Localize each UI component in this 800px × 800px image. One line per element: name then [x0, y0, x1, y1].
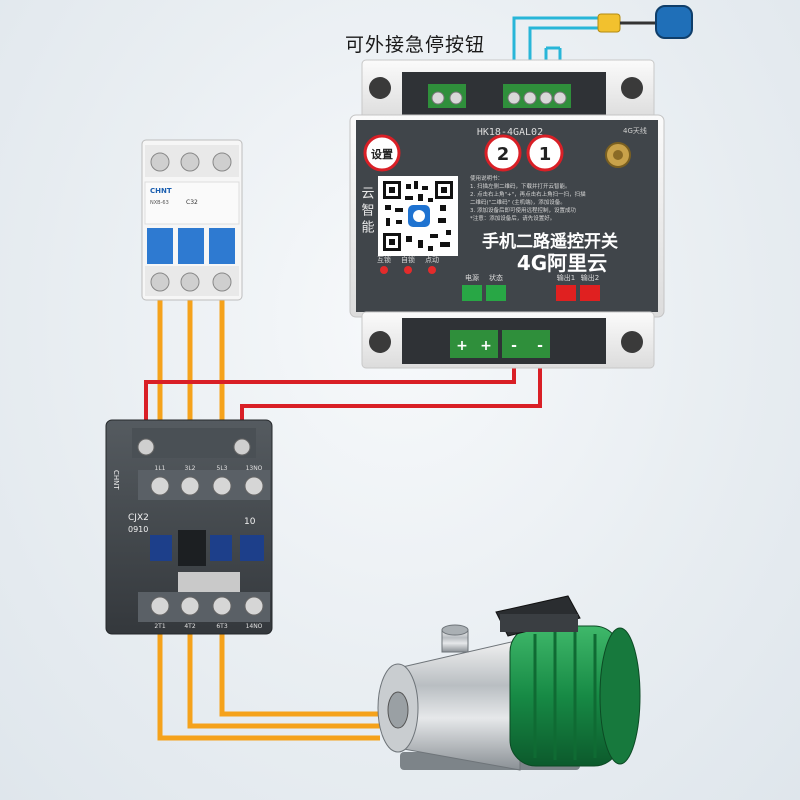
controller-module: HK18-4GAL02 4G天线 1 2 设置	[349, 59, 665, 369]
power-terminal-block	[450, 330, 498, 358]
breaker-model: NXB-63	[150, 200, 169, 206]
brand-vertical-text: 云 智 能	[359, 186, 375, 234]
circuit-breaker: CHNT NXB-63 C32	[141, 139, 243, 301]
reset-button[interactable]: 设置	[363, 134, 401, 172]
terminal-label: 2T1	[154, 623, 165, 630]
output-terminal-block	[502, 330, 550, 358]
model-label: HK18-4GAL02	[477, 127, 543, 138]
terminal-minus: -	[511, 338, 517, 354]
float-switch	[597, 5, 693, 39]
terminal-plus: +	[480, 338, 492, 354]
status-indicator	[486, 285, 506, 301]
channel-2-button[interactable]: 2	[484, 134, 522, 172]
instruction-line: 二维码("二维码" (主机端)，添加设备。	[470, 198, 566, 206]
mount-hole-bl	[369, 331, 391, 353]
contactor-armature	[178, 530, 206, 566]
pump-junction-side	[500, 614, 578, 632]
breaker-rating: C32	[186, 199, 198, 206]
channel-1-button[interactable]: 1	[526, 134, 564, 172]
channel-1-label: 1	[539, 144, 552, 165]
instructions-block: 使用说明书： 1. 扫描左侧二维码，下载并打开云智能。 2. 点击右上角"+"，…	[470, 174, 586, 222]
float-body	[655, 5, 693, 39]
wire-t1	[157, 615, 380, 741]
orange-wires-contactor-to-pump	[157, 615, 380, 741]
water-pump	[377, 595, 641, 771]
terminal-label: 1L1	[155, 465, 166, 472]
mount-hole-tr	[621, 77, 643, 99]
instruction-line: 2. 点击右上角"+"，再点击右上角扫一扫，扫描	[470, 190, 586, 198]
output-2-indicator	[580, 285, 600, 301]
out2-label: 输出2	[581, 273, 599, 282]
breaker-toggle-2[interactable]	[178, 228, 204, 264]
contactor-window-3	[240, 535, 264, 561]
antenna-label: 4G天线	[623, 126, 647, 135]
wire-t2	[187, 615, 380, 729]
breaker-toggle-3[interactable]	[209, 228, 235, 264]
terminal-label: 6T3	[216, 623, 227, 630]
power-label: 电源	[465, 273, 479, 282]
instruction-line: *注意：添加设备后，请先设置好。	[470, 214, 555, 222]
pump-inlet-port	[387, 691, 409, 729]
mount-hole-br	[621, 331, 643, 353]
out1-label: 输出1	[557, 273, 575, 282]
status-label: 状态	[489, 273, 503, 282]
terminal-minus: -	[537, 338, 543, 354]
terminal-label: 3L2	[185, 465, 196, 472]
reset-label: 设置	[371, 147, 393, 161]
led-label: 点动	[425, 255, 439, 264]
contactor-model: CJX2	[128, 513, 149, 523]
terminal-label: 4T2	[184, 623, 195, 630]
wire-t3	[219, 615, 380, 717]
terminal-label: 14NO	[246, 623, 263, 630]
channel-2-label: 2	[497, 144, 510, 165]
breaker-brand: CHNT	[150, 187, 172, 195]
contactor-window-1	[150, 535, 172, 561]
float-connector	[597, 13, 621, 33]
title-line-1: 4G阿里云	[517, 251, 607, 275]
led-label: 互锁	[377, 255, 391, 264]
contactor-label-plate	[178, 572, 240, 592]
antenna-core	[613, 150, 623, 160]
instruction-line: 1. 扫描左侧二维码，下载并打开云智能。	[470, 182, 571, 190]
instruction-line: 使用说明书：	[470, 174, 503, 182]
estop-caption: 可外接急停按钮	[345, 34, 486, 56]
led-label: 自锁	[401, 255, 415, 264]
breaker-label-panel	[144, 181, 240, 225]
contactor-code: 0910	[128, 525, 148, 534]
qr-code	[378, 176, 458, 256]
instruction-line: 3. 添加设备后即可使用远程控制，设置成功	[470, 206, 576, 214]
breaker-toggle-1[interactable]	[147, 228, 173, 264]
pump-motor-endcap	[599, 627, 641, 765]
terminal-plus: +	[456, 338, 468, 354]
contactor-brand: CHNT	[112, 470, 120, 490]
power-indicator	[462, 285, 482, 301]
output-1-indicator	[556, 285, 576, 301]
mount-hole-tl	[369, 77, 391, 99]
mode-leds: 互锁 自锁 点动	[377, 255, 439, 274]
contactor-current: 10	[244, 517, 256, 527]
terminal-label: 5L3	[217, 465, 228, 472]
title-line-2: 手机二路遥控开关	[482, 231, 618, 252]
contactor-window-2	[210, 535, 232, 561]
ac-contactor: 1L1 3L2 5L3 13NO CJX2 0910 10 CHNT 2T1 4…	[105, 419, 273, 635]
terminal-label: 13NO	[246, 465, 263, 472]
